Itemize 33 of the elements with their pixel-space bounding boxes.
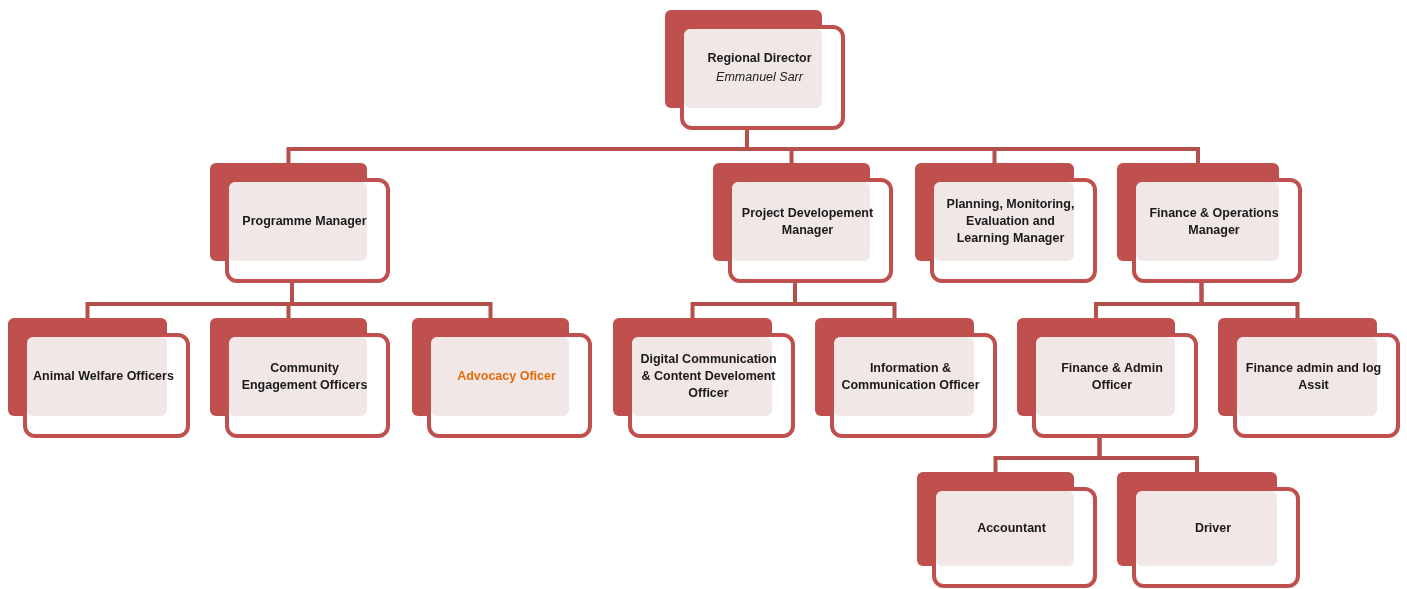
connector-line — [793, 283, 897, 318]
job-title: Advocacy Oficer — [457, 368, 556, 385]
position-card — [915, 163, 1097, 283]
position-card — [210, 318, 390, 438]
job-title: Information & Communication Officer — [840, 359, 981, 394]
position-card — [1117, 472, 1300, 588]
job-title: Planning, Monitoring, Evaluation and Learning Manager — [945, 196, 1076, 247]
connector-line — [1097, 438, 1199, 472]
connector-line — [290, 283, 493, 318]
position-card — [1218, 318, 1400, 438]
job-title: Finance & Operations Manager — [1148, 204, 1280, 239]
job-title: Project Developement Manager — [740, 204, 875, 239]
position-card — [412, 318, 592, 438]
position-card — [1017, 318, 1198, 438]
position-card — [1117, 163, 1302, 283]
job-title: Animal Welfare Officers — [33, 368, 174, 385]
position-card — [665, 10, 845, 130]
job-title: Finance admin and log Assit — [1244, 359, 1383, 394]
position-card — [210, 163, 390, 283]
job-title: Programme Manager — [242, 213, 367, 230]
job-title: Community Engagement Officers — [240, 359, 369, 394]
job-title: Digital Communication & Content Develoment Officer — [639, 351, 778, 402]
position-card — [917, 472, 1097, 588]
position-card — [815, 318, 997, 438]
job-title: Regional Director — [707, 50, 812, 67]
position-card — [613, 318, 795, 438]
connector-line — [1199, 283, 1300, 318]
job-title: Accountant — [977, 520, 1046, 537]
job-title: Driver — [1194, 520, 1232, 537]
position-card — [713, 163, 893, 283]
person-name: Emmanuel Sarr — [716, 69, 803, 86]
position-card — [8, 318, 190, 438]
job-title: Finance & Admin Officer — [1060, 359, 1164, 394]
